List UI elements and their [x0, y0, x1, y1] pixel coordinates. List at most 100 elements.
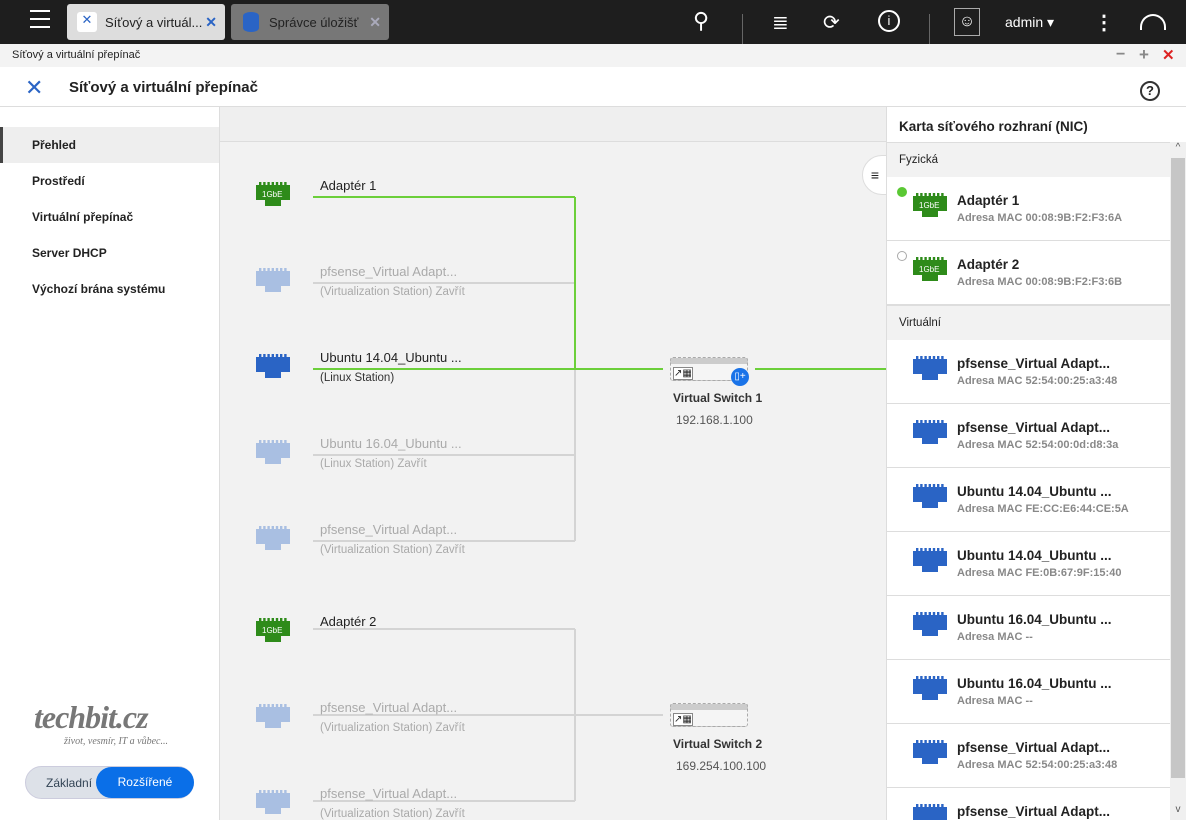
nic-badge: 1GbE: [262, 626, 282, 635]
nic-name: Ubuntu 16.04_Ubuntu ...: [957, 676, 1112, 691]
logo-tagline: život, vesmír, IT a vůbec...: [64, 736, 168, 747]
physical-nic-icon: 1GbE: [913, 257, 947, 281]
mode-toggle[interactable]: Základní Rozšířené: [25, 766, 194, 799]
nic-name: Adaptér 1: [957, 193, 1020, 208]
close-tab-icon[interactable]: ✕: [205, 14, 217, 30]
nic-panel-title: Karta síťového rozhraní (NIC): [899, 119, 1088, 134]
logo-brand: techbit.cz: [34, 699, 149, 735]
virtual-nic-icon: [256, 790, 290, 814]
nic-name: Ubuntu 14.04_Ubuntu ...: [957, 484, 1112, 499]
maximize-icon[interactable]: +: [1139, 45, 1149, 64]
adapter-source: (Virtualization Station) Zavřít: [320, 286, 465, 298]
topology-links: [313, 196, 886, 802]
nic-list-item[interactable]: pfsense_Virtual Adapt... Adresa MAC 52:54…: [887, 404, 1171, 468]
adapter-name[interactable]: Adaptér 2: [320, 614, 377, 629]
mac-address: Adresa MAC 52:54:00:25:a3:48: [957, 375, 1118, 387]
adapter-name[interactable]: Adaptér 1: [320, 178, 377, 193]
nic-list-item[interactable]: Ubuntu 16.04_Ubuntu ...Adresa MAC --: [887, 660, 1171, 724]
adapter-source: (Virtualization Station) Zavřít: [320, 808, 465, 820]
tab-storage-manager[interactable]: Správce úložišť ✕: [231, 4, 389, 40]
physical-nic-icon: 1GbE: [913, 193, 947, 217]
nic-name: pfsense_Virtual Adapt...: [957, 420, 1111, 435]
nic-name: pfsense_Virtual Adapt...: [957, 356, 1111, 371]
username: admin: [1005, 14, 1044, 30]
adapter-source: (Virtualization Station) Zavřít: [320, 544, 465, 556]
virtual-nic-icon: [913, 420, 947, 444]
sidebar-item[interactable]: Server DHCP: [32, 246, 107, 260]
virtual-nic-icon: [256, 440, 290, 464]
sync-icon[interactable]: ⟳: [823, 12, 840, 34]
uplink-icon: ▯+: [731, 368, 749, 386]
mac-address: Adresa MAC 52:54:00:0d:d8:3a: [957, 439, 1119, 451]
virtual-nic-icon: [913, 548, 947, 572]
nic-list-item[interactable]: 1GbE Adaptér 2 Adresa MAC 00:08:9B:F2:F3:6…: [887, 241, 1171, 305]
close-window-icon[interactable]: ✕: [1162, 47, 1175, 64]
nic-name: pfsense_Virtual Adapt...: [957, 740, 1111, 755]
scrollbar-thumb[interactable]: [1171, 158, 1185, 778]
sidebar-item[interactable]: Prostředí: [32, 174, 85, 188]
sidebar-item[interactable]: Výchozí brána systému: [32, 282, 166, 296]
info-icon[interactable]: i: [878, 10, 900, 32]
virtual-nic-icon: [256, 704, 290, 728]
sidebar-item[interactable]: Virtuální přepínač: [32, 210, 134, 224]
adapter-name[interactable]: Ubuntu 16.04_Ubuntu ...: [320, 436, 462, 451]
more-icon[interactable]: ⋮: [1094, 12, 1114, 34]
adapter-name[interactable]: pfsense_Virtual Adapt...: [320, 264, 458, 279]
mode-advanced-button[interactable]: Rozšířené: [96, 767, 194, 798]
top-bar: ✕ Síťový a virtuál... ✕ Správce úložišť …: [0, 0, 1186, 44]
canvas-toolbar: [220, 107, 886, 142]
mac-address: Adresa MAC FE:CC:E6:44:CE:5A: [957, 503, 1129, 515]
adapter-source: (Virtualization Station) Zavřít: [320, 722, 465, 734]
nic-badge: 1GbE: [262, 190, 282, 199]
adapter-source: (Linux Station) Zavřít: [320, 458, 427, 470]
mode-basic-button[interactable]: Základní: [46, 776, 93, 790]
nic-list-item[interactable]: Ubuntu 14.04_Ubuntu ... Adresa MAC FE:CC:…: [887, 468, 1171, 532]
switch-name[interactable]: Virtual Switch 2: [673, 737, 763, 751]
mac-address: Adresa MAC --: [957, 631, 1033, 643]
nic-list-item[interactable]: pfsense_Virtual Adapt...: [887, 788, 1171, 820]
nic-list-item[interactable]: Ubuntu 16.04_Ubuntu ... Adresa MAC --: [887, 596, 1171, 660]
virtual-switch-icon[interactable]: ↗▦▯+: [670, 357, 749, 386]
nic-name: Ubuntu 16.04_Ubuntu ...: [957, 612, 1112, 627]
mac-address: Adresa MAC 00:08:9B:F2:F3:6B: [957, 276, 1123, 288]
tab-label: Správce úložišť: [269, 14, 359, 30]
user-avatar-icon[interactable]: ☺: [954, 8, 980, 36]
virtual-nic-icon: [256, 526, 290, 550]
section-virtual: Virtuální: [887, 305, 1171, 341]
dashboard-icon[interactable]: [1140, 14, 1166, 30]
virtual-switch-icon[interactable]: ↗▦: [670, 703, 748, 727]
nic-name: Adaptér 2: [957, 257, 1020, 272]
nic-list-item[interactable]: pfsense_Virtual Adapt... Adresa MAC 52:54…: [887, 340, 1171, 404]
virtual-nic-icon: [913, 676, 947, 700]
link-status-indicator: [897, 187, 907, 197]
stack-icon[interactable]: ≣: [772, 12, 789, 34]
switch-ip: 192.168.1.100: [676, 413, 753, 427]
tab-network-switch[interactable]: ✕ Síťový a virtuál... ✕: [67, 4, 225, 40]
page-title: Síťový a virtuální přepínač: [69, 79, 258, 96]
nic-badge: 1GbE: [919, 201, 939, 210]
app-header: ✕ Síťový a virtuální přepínač ?: [0, 67, 1186, 107]
adapter-name[interactable]: pfsense_Virtual Adapt...: [320, 700, 458, 715]
virtual-nic-icon: [256, 354, 290, 378]
adapter-name[interactable]: Ubuntu 14.04_Ubuntu ...: [320, 350, 462, 365]
minimize-icon[interactable]: −: [1116, 46, 1126, 63]
nic-list-item[interactable]: pfsense_Virtual Adapt... Adresa MAC 52:54…: [887, 724, 1171, 788]
switch-name[interactable]: Virtual Switch 1: [673, 391, 763, 405]
virtual-nic-icon: [913, 612, 947, 636]
help-icon[interactable]: ?: [1140, 81, 1160, 101]
menu-icon[interactable]: [30, 10, 50, 28]
adapter-name[interactable]: pfsense_Virtual Adapt...: [320, 786, 458, 801]
search-icon[interactable]: ⚲: [693, 8, 710, 33]
adapter-name[interactable]: pfsense_Virtual Adapt...: [320, 522, 458, 537]
mac-address: Adresa MAC 52:54:00:25:a3:48: [957, 759, 1118, 771]
virtual-nic-icon: [256, 268, 290, 292]
user-menu[interactable]: admin ▾: [1005, 14, 1055, 30]
close-tab-icon[interactable]: ✕: [369, 14, 381, 30]
scrollbar[interactable]: ^ v: [1170, 142, 1186, 820]
link-status-indicator: [897, 251, 907, 261]
switch-ip: 169.254.100.100: [676, 759, 767, 773]
sidebar-item[interactable]: Přehled: [0, 127, 219, 163]
nic-list-item[interactable]: Ubuntu 14.04_Ubuntu ...Adresa MAC FE:0B:…: [887, 532, 1171, 596]
nic-name: Ubuntu 14.04_Ubuntu ...: [957, 548, 1112, 563]
